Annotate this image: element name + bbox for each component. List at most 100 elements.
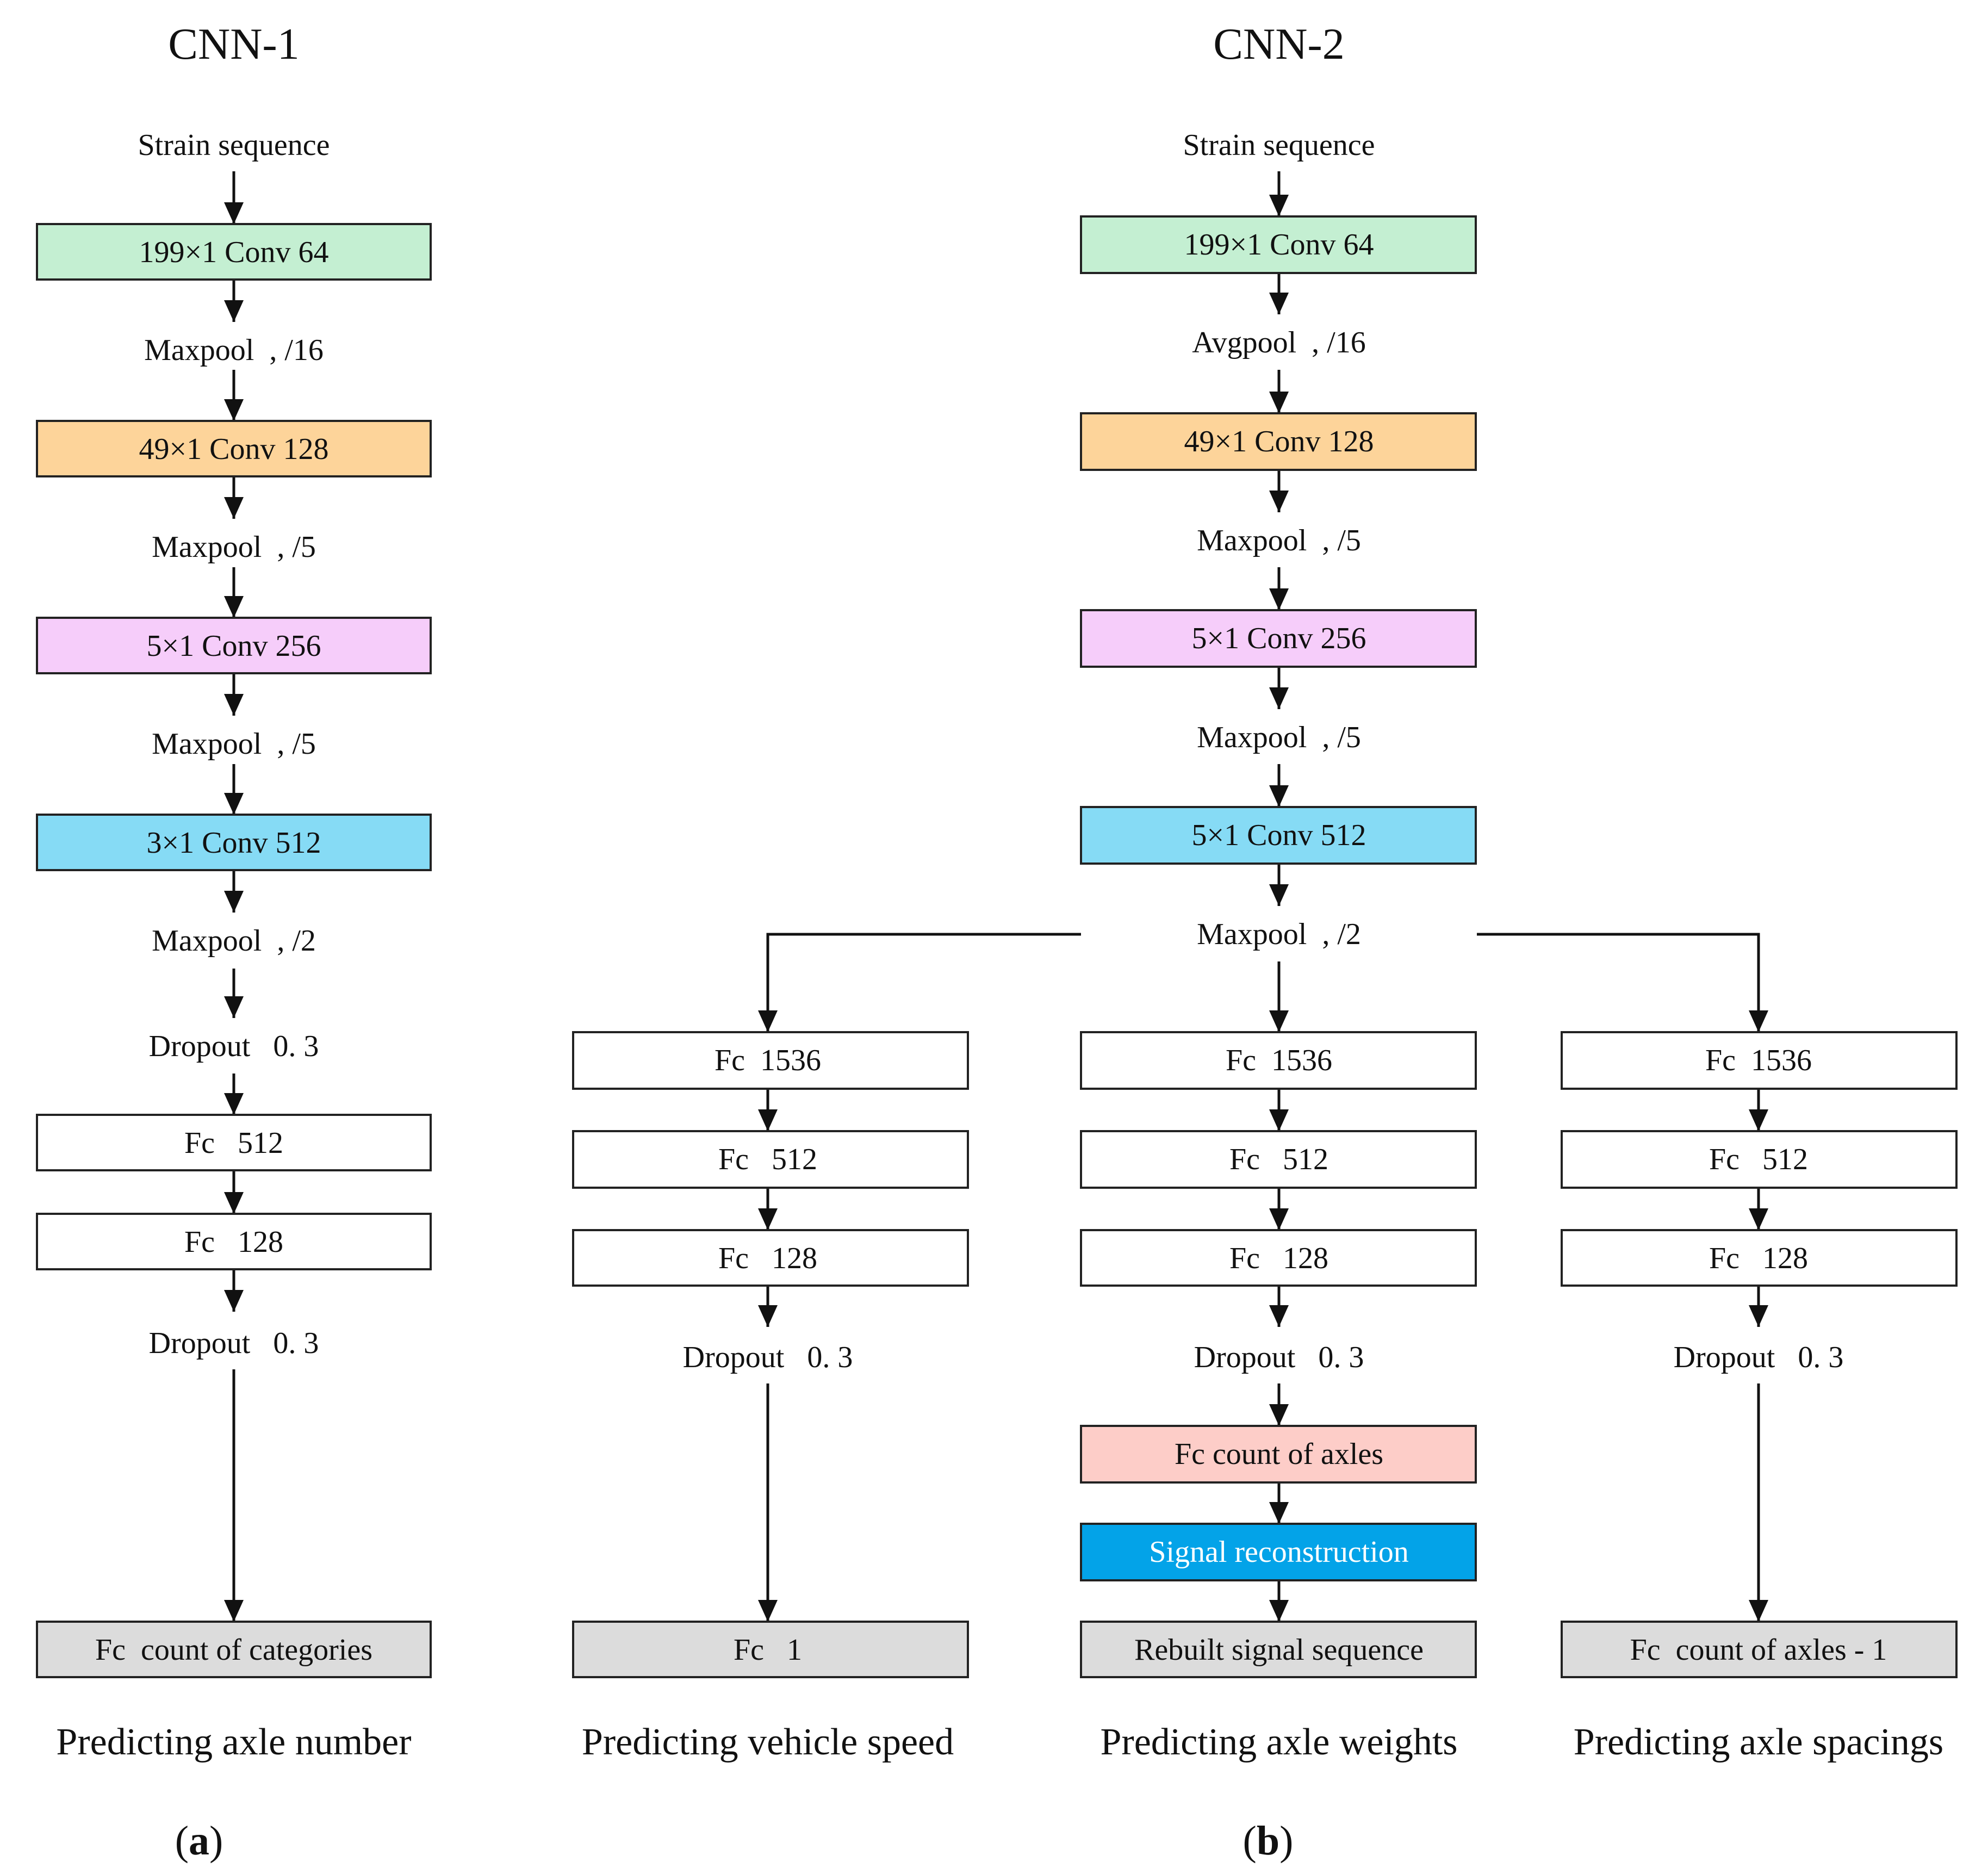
arrowhead (224, 1290, 244, 1312)
cnn1-conv2-label: 49×1 Conv 128 (139, 432, 329, 466)
cnn2-pool4-label: Maxpool , /2 (1197, 917, 1361, 951)
spacings-output-label: Fc count of axles - 1 (1630, 1633, 1887, 1667)
cnn1-fc512-box (36, 1114, 432, 1171)
cnn1-conv3-box (36, 617, 432, 674)
spacings-caption: Predicting axle spacings (1574, 1721, 1943, 1763)
cnn1-dropout1-label: Dropout 0. 3 (149, 1029, 319, 1063)
cnn2-title: CNN-2 (1213, 19, 1344, 69)
speed-output-box (572, 1621, 969, 1678)
spacings-fc512-box (1561, 1130, 1958, 1189)
cnn2-conv2-label: 49×1 Conv 128 (1184, 425, 1374, 458)
cnn1-dropout2-label: Dropout 0. 3 (149, 1326, 319, 1360)
speed-fc128-box (572, 1229, 969, 1287)
arrowhead (224, 399, 244, 421)
weights-fc128-label: Fc 128 (1229, 1242, 1328, 1275)
cnn1-column: Strain sequence 199×1 Conv 64 Maxpool , … (36, 128, 432, 1763)
arrowhead (1269, 1305, 1289, 1327)
weights-caption: Predicting axle weights (1100, 1721, 1457, 1763)
weights-dropout-label: Dropout 0. 3 (1194, 1341, 1364, 1374)
spacings-fc128-label: Fc 128 (1709, 1242, 1808, 1275)
cnn1-conv4-label: 3×1 Conv 512 (147, 826, 321, 860)
weights-output-label: Rebuilt signal sequence (1134, 1633, 1424, 1667)
cnn2-conv1-box (1080, 215, 1477, 274)
arrowhead (758, 1010, 778, 1032)
arrowhead (224, 300, 244, 322)
arrowhead (758, 1600, 778, 1622)
panel-a-letter: a (189, 1818, 209, 1864)
cnn2-weights-branch: Fc 1536 Fc 512 Fc 128 Dropout 0. 3 Fc co… (1080, 1031, 1477, 1763)
spacings-output-box (1561, 1621, 1958, 1678)
panel-b-letter: b (1257, 1818, 1279, 1864)
cnn2-conv2-box (1080, 412, 1477, 471)
arrowhead (1269, 1208, 1289, 1230)
speed-fc512-box (572, 1130, 969, 1189)
panel-b-open: ( (1243, 1818, 1257, 1864)
cnn1-pool4-label: Maxpool , /2 (152, 924, 316, 958)
arrowhead (1749, 1208, 1768, 1230)
speed-fc1536-box (572, 1031, 969, 1090)
weights-signal-box (1080, 1523, 1477, 1581)
arrowhead (1269, 491, 1289, 512)
branch-line-spacings (1477, 933, 1760, 1032)
cnn2-trunk: Strain sequence 199×1 Conv 64 Avgpool , … (1080, 128, 1477, 951)
arrowhead (224, 891, 244, 913)
arrowhead (1269, 785, 1289, 807)
arrowhead (1749, 1010, 1768, 1032)
cnn2-conv3-label: 5×1 Conv 256 (1192, 622, 1366, 655)
cnn2-pool2-label: Maxpool , /5 (1197, 524, 1361, 557)
arrowhead (224, 202, 244, 224)
cnn2-pool3-label: Maxpool , /5 (1197, 721, 1361, 754)
panel-b-close: ) (1279, 1818, 1293, 1864)
cnn2-conv4-box (1080, 806, 1477, 865)
cnn1-fc512-label: Fc 512 (184, 1126, 283, 1160)
spacings-dropout-label: Dropout 0. 3 (1674, 1341, 1844, 1374)
edges (224, 171, 1768, 1622)
cnn2-input-label: Strain sequence (1183, 128, 1375, 162)
arrowhead (1269, 195, 1289, 216)
cnn2-conv3-box (1080, 609, 1477, 668)
arrowhead (224, 497, 244, 519)
weights-fc128-box (1080, 1229, 1477, 1287)
arrowhead (1749, 1305, 1768, 1327)
arrowhead (1269, 1600, 1289, 1622)
speed-caption: Predicting vehicle speed (582, 1721, 954, 1763)
panel-a-open: ( (175, 1818, 189, 1864)
arrowhead (224, 1192, 244, 1214)
cnn1-conv2-box (36, 420, 432, 477)
cnn1-conv1-box (36, 223, 432, 281)
cnn1-pool3-label: Maxpool , /5 (152, 727, 316, 761)
arrowhead (1269, 687, 1289, 709)
cnn1-pool2-label: Maxpool , /5 (152, 530, 316, 564)
cnn1-conv3-label: 5×1 Conv 256 (147, 629, 321, 663)
arrowhead (1749, 1600, 1768, 1622)
cnn1-output-box (36, 1621, 432, 1678)
cnn2-conv4-label: 5×1 Conv 512 (1192, 818, 1366, 852)
arrowhead (1269, 392, 1289, 413)
spacings-fc1536-label: Fc 1536 (1705, 1044, 1812, 1077)
branch-line-speed (766, 933, 1081, 1032)
cnn1-conv4-box (36, 814, 432, 871)
weights-fc512-label: Fc 512 (1229, 1143, 1328, 1176)
cnn1-output-label: Fc count of categories (95, 1633, 372, 1667)
weights-output-box (1080, 1621, 1477, 1678)
arrowhead (1269, 1109, 1289, 1131)
arrowhead (758, 1305, 778, 1327)
weights-signal-label: Signal reconstruction (1149, 1535, 1408, 1569)
cnn1-conv1-label: 199×1 Conv 64 (139, 235, 329, 269)
arrowhead (224, 996, 244, 1018)
panel-a-close: ) (209, 1818, 223, 1864)
speed-fc1536-label: Fc 1536 (715, 1044, 821, 1077)
speed-output-label: Fc 1 (734, 1633, 802, 1667)
cnn2-spacings-branch: Fc 1536 Fc 512 Fc 128 Dropout 0. 3 Fc co… (1561, 1031, 1958, 1763)
speed-fc512-label: Fc 512 (718, 1143, 817, 1176)
weights-fc1536-box (1080, 1031, 1477, 1090)
cnn1-input-label: Strain sequence (138, 128, 330, 162)
arrowhead (1269, 1502, 1289, 1524)
cnn1-fc128-label: Fc 128 (184, 1225, 283, 1259)
cnn1-fc128-box (36, 1213, 432, 1270)
arrowhead (224, 1600, 244, 1622)
weights-fc-axles-box (1080, 1425, 1477, 1484)
arrowhead (224, 793, 244, 815)
arrowhead (1269, 1404, 1289, 1426)
